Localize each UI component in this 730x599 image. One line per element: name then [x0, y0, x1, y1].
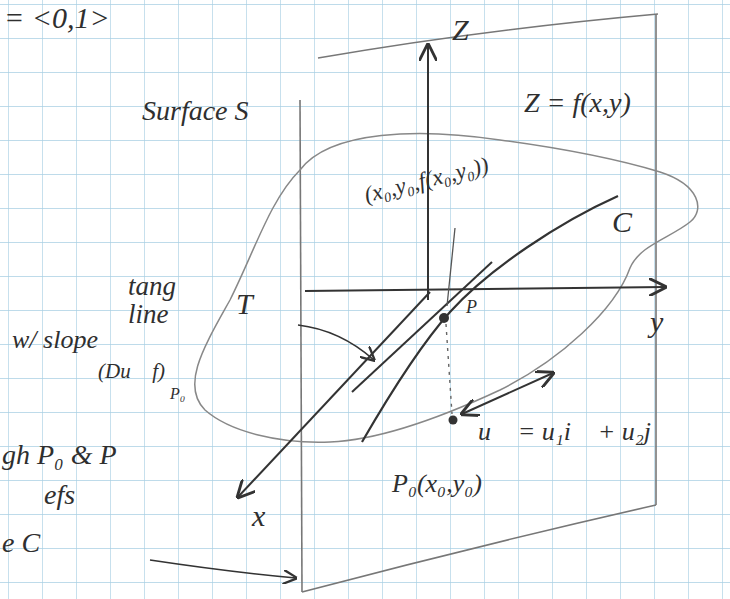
tangent-line — [352, 262, 492, 392]
slope-note: w/ slope — [12, 326, 98, 353]
axis-label: x — [252, 500, 265, 532]
drop-line — [446, 324, 452, 414]
point-label: (x₀,y₀,f(x₀,y₀)) — [362, 153, 491, 207]
axis-label: y — [650, 306, 663, 338]
surface-outline — [195, 134, 698, 443]
curve-label: C — [612, 206, 632, 238]
direction-vector — [462, 373, 553, 414]
plane-edge — [318, 14, 658, 58]
leader-line — [447, 228, 455, 306]
equation-label: Z = f(x,y) — [524, 88, 631, 117]
leader-arrow — [150, 560, 296, 578]
derivative-label: (Du⃗ f) — [98, 360, 165, 382]
curve-c — [362, 196, 618, 442]
x-axis — [238, 292, 430, 497]
tangent-note: tang line — [128, 272, 198, 329]
plane-edge — [300, 100, 302, 592]
y-axis — [305, 287, 665, 291]
point-p0 — [449, 416, 458, 425]
vector-label: u⃗ = u₁i⃗ + u₂j⃗ — [478, 418, 671, 445]
surface-label: Surface S — [142, 96, 249, 125]
point-label: P₀(x₀,y₀) — [392, 470, 482, 497]
cut-note: e C — [2, 528, 40, 557]
point-p — [439, 313, 449, 323]
cut-note: efs — [44, 480, 75, 509]
vector-note: = <0,1> — [4, 2, 110, 34]
plane-edge — [302, 505, 656, 592]
leader-arrow — [298, 325, 374, 360]
tangent-label: T — [236, 288, 253, 320]
subscript-label: P₀ — [170, 386, 185, 403]
vertical-plane — [300, 14, 658, 592]
cut-note: gh P₀ & P — [2, 440, 117, 469]
axis-label: Z — [452, 14, 469, 46]
point-label: P — [466, 298, 477, 317]
